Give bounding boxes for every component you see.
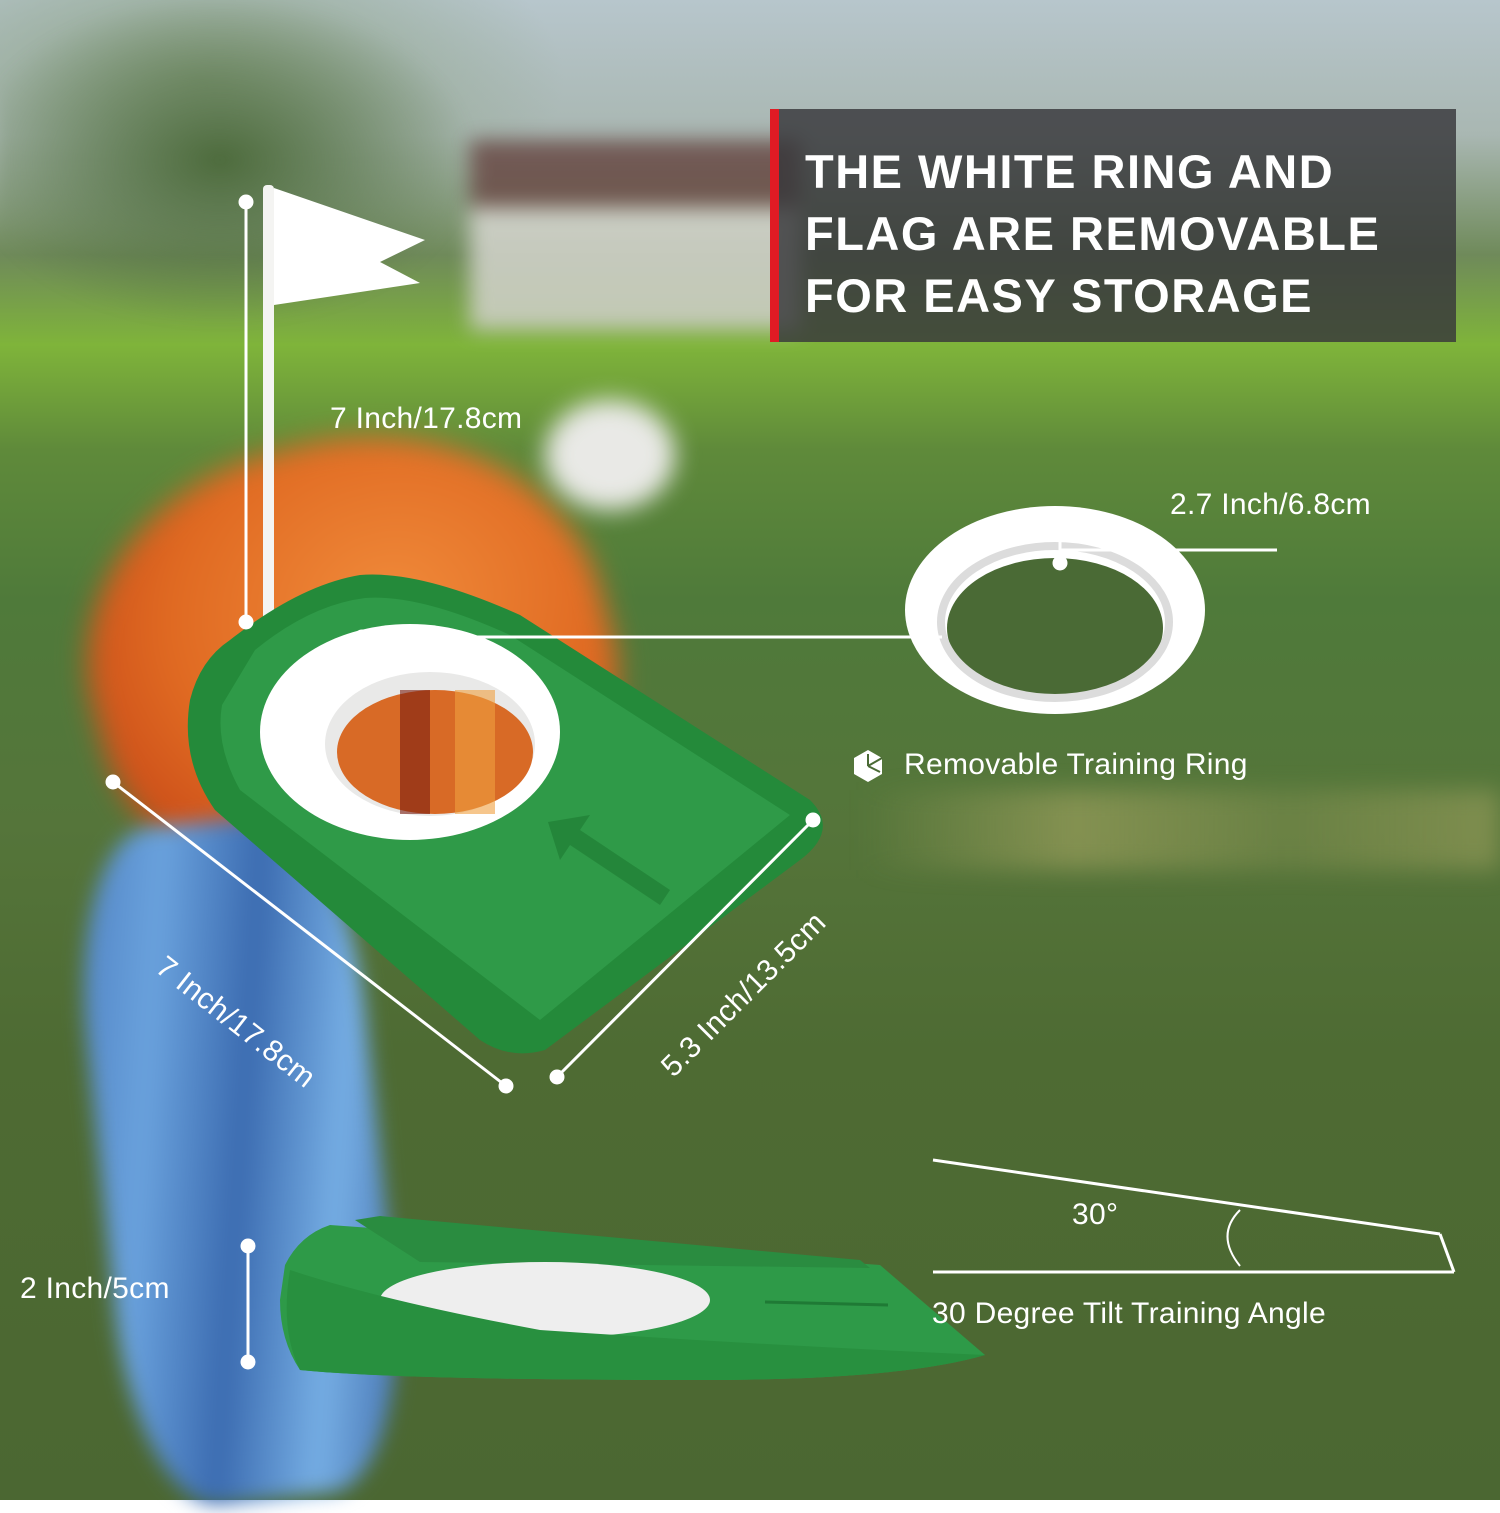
headline-line-1: THE WHITE RING AND [805,145,1335,198]
headline-banner: THE WHITE RING AND FLAG ARE REMOVABLE FO… [770,109,1456,342]
putting-cup-top-view [187,574,823,1054]
dimension-lines [105,194,1456,1370]
hexagon-box-icon [854,750,883,782]
ring-width-label: 2.7 Inch/6.8cm [1170,488,1371,521]
headline-line-2: FLAG ARE REMOVABLE [805,207,1381,260]
flag-icon [263,185,425,630]
height-label: 2 Inch/5cm [20,1272,170,1305]
flag-height-label: 7 Inch/17.8cm [330,402,523,435]
background-house [470,140,800,330]
ring-feature-label: Removable Training Ring [904,748,1248,781]
golfer-cap [545,400,675,510]
background-light-patches [860,790,1500,870]
angle-value: 30° [1072,1198,1119,1231]
headline-line-3: FOR EASY STORAGE [805,269,1314,322]
angle-feature-label: 30 Degree Tilt Training Angle [932,1297,1326,1330]
training-ring [905,506,1205,714]
putting-cup-side-view [280,1216,986,1380]
